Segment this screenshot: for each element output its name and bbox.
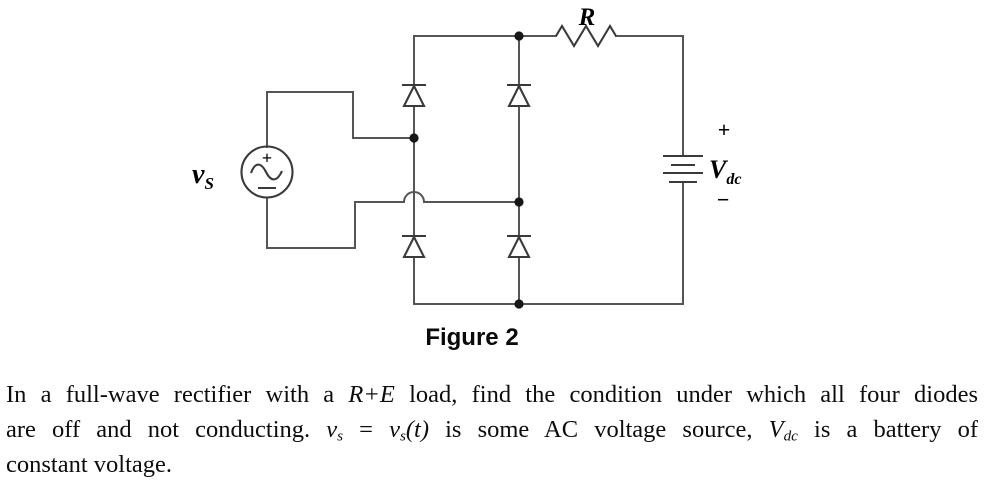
diode-triangle (507, 234, 531, 259)
diode-triangle (402, 234, 426, 259)
junction-dot-left-mid (409, 133, 419, 143)
problem-text-line-1: In a full-wave rectifier with a R+E load… (6, 381, 978, 408)
problem-text: In a full-wave rectifier with a R+E load… (6, 377, 978, 480)
battery-plus-label: + (718, 117, 731, 142)
junction-dot-top (514, 31, 524, 41)
resistor (555, 23, 617, 49)
problem-text-line-2: are off and not conducting. vs = vs(t) i… (6, 416, 978, 445)
battery-label-sub: dc (726, 171, 741, 188)
battery (663, 154, 703, 184)
battery-minus-label: − (717, 187, 730, 212)
diode-upper-left (402, 83, 426, 108)
battery-label: Vdc (709, 155, 741, 188)
diode-lower-left (402, 234, 426, 259)
diode-upper-right (507, 83, 531, 108)
source-label-sub: S (204, 174, 213, 193)
ac-source: + (240, 145, 294, 199)
sine-wave-icon (250, 163, 283, 181)
junction-dots (409, 31, 524, 309)
source-label-v: v (192, 159, 205, 190)
wire-source-bottom (266, 191, 520, 249)
diodes (402, 83, 531, 259)
ac-source-circle (240, 145, 294, 199)
problem-text-line-3: constant voltage. (6, 451, 173, 478)
wires (266, 35, 684, 305)
resistor-label: R (578, 4, 596, 31)
junction-dot-bottom (514, 299, 524, 309)
ac-source-plus-sign: + (262, 148, 272, 168)
circuit-diagram: + R vS + Vdc − F (192, 4, 741, 351)
diode-lower-right (507, 234, 531, 259)
resistor-zigzag (555, 23, 617, 49)
wire-source-top (266, 91, 415, 148)
circuit-labels: R vS + Vdc − Figure 2 (192, 4, 741, 351)
junction-dot-right-mid (514, 197, 524, 207)
battery-label-v: V (709, 155, 729, 184)
diode-triangle (507, 83, 531, 108)
diode-triangle (402, 83, 426, 108)
source-label: vS (192, 159, 214, 193)
figure-caption: Figure 2 (425, 324, 518, 351)
